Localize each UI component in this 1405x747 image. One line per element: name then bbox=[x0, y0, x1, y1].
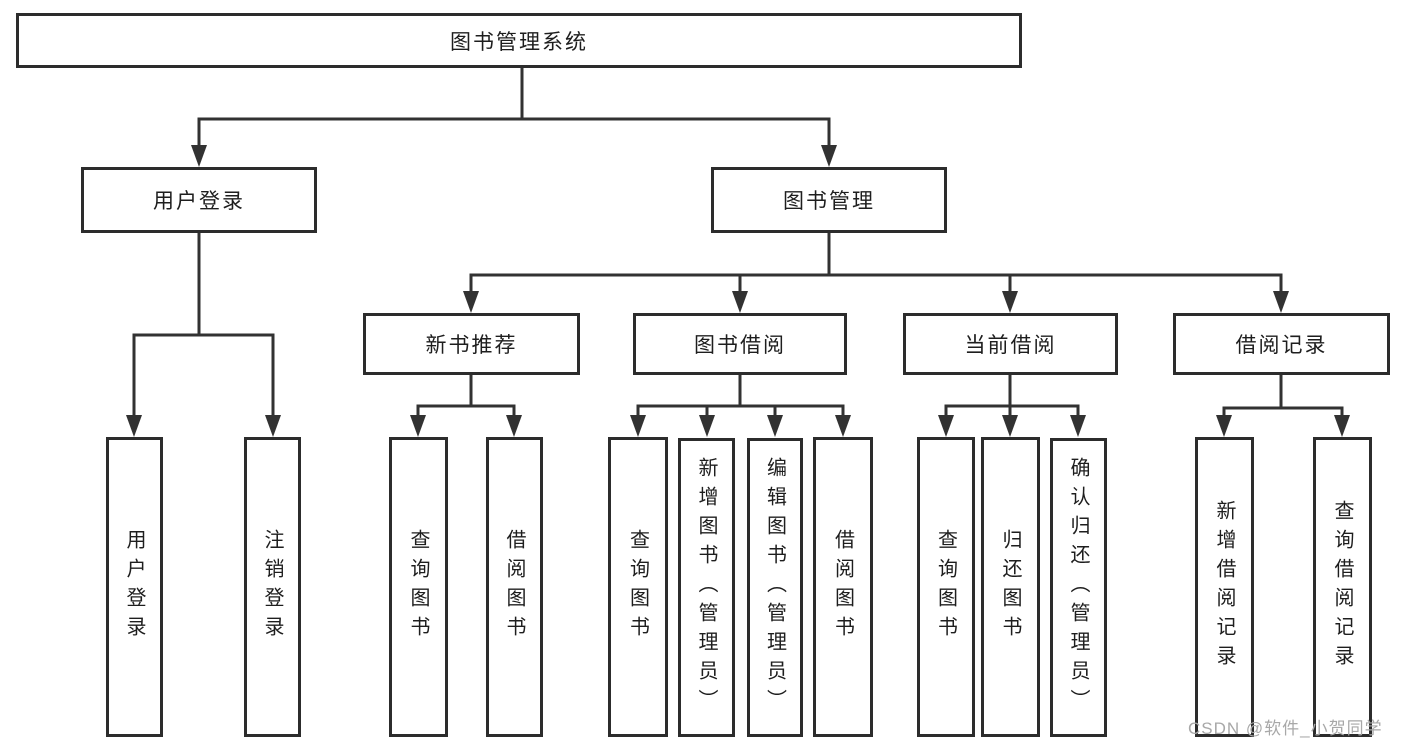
node-book-management: 图书管理 bbox=[711, 167, 947, 233]
connector-currentborrow-to-leaves bbox=[938, 375, 1086, 437]
leaf-return-books: 归还图书 bbox=[981, 437, 1040, 737]
leaf-query-books-3: 查询图书 bbox=[917, 437, 975, 737]
connector-newbooks-to-leaves bbox=[410, 375, 522, 437]
node-current-borrow: 当前借阅 bbox=[903, 313, 1118, 375]
connector-root-to-level2 bbox=[191, 68, 837, 167]
leaf-query-books-1: 查询图书 bbox=[389, 437, 448, 737]
node-new-book-recommend: 新书推荐 bbox=[363, 313, 580, 375]
node-book-borrow: 图书借阅 bbox=[633, 313, 847, 375]
csdn-watermark: CSDN @软件_小贺同学 bbox=[1188, 719, 1383, 738]
leaf-user-login: 用户登录 bbox=[106, 437, 163, 737]
leaf-confirm-return-admin: 确认归还（管理员） bbox=[1050, 438, 1107, 737]
connector-bookmgmt-to-level3 bbox=[463, 233, 1289, 313]
node-user-login: 用户登录 bbox=[81, 167, 317, 233]
leaf-logout: 注销登录 bbox=[244, 437, 301, 737]
node-borrow-records: 借阅记录 bbox=[1173, 313, 1390, 375]
leaf-query-borrow-record: 查询借阅记录 bbox=[1313, 437, 1372, 737]
leaf-edit-books-admin: 编辑图书（管理员） bbox=[747, 438, 803, 737]
connector-records-to-leaves bbox=[1216, 375, 1350, 437]
connector-userlogin-to-leaves bbox=[126, 233, 281, 437]
connector-bookborrow-to-leaves bbox=[630, 375, 851, 437]
leaf-add-borrow-record: 新增借阅记录 bbox=[1195, 437, 1254, 737]
leaf-query-books-2: 查询图书 bbox=[608, 437, 668, 737]
leaf-add-books-admin: 新增图书（管理员） bbox=[678, 438, 735, 737]
leaf-borrow-books-1: 借阅图书 bbox=[486, 437, 543, 737]
node-library-system-root: 图书管理系统 bbox=[16, 13, 1022, 68]
leaf-borrow-books-2: 借阅图书 bbox=[813, 437, 873, 737]
